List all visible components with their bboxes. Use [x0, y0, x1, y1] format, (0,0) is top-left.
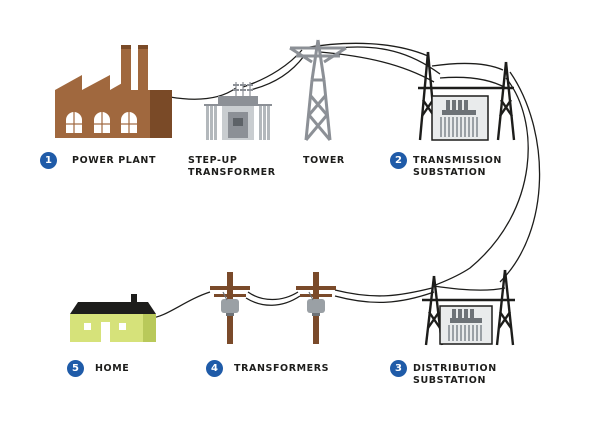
wire-tower-to-substation-b — [337, 46, 441, 75]
home-icon — [70, 294, 156, 342]
stage-5-badge: 5 — [67, 360, 84, 377]
home-label: HOME — [95, 363, 129, 375]
wire-long-loop-a — [432, 77, 529, 287]
wire-long-loop-b — [499, 71, 541, 283]
wire-distribution-to-pole-b — [334, 291, 435, 304]
transmission-substation-label-line-2: SUBSTATION — [413, 167, 487, 178]
stage-3-badge: 3 — [390, 360, 407, 377]
stage-4-badge: 4 — [206, 360, 223, 377]
transmission-substation-label: TRANSMISSION SUBSTATION — [413, 155, 502, 179]
power-plant-label-line: POWER PLANT — [72, 155, 157, 166]
step-up-transformer-label: STEP-UP TRANSFORMER — [188, 155, 276, 179]
power-plant-label: POWER PLANT — [72, 155, 156, 167]
transmission-substation-label-line-1: TRANSMISSION — [413, 155, 502, 166]
power-lines — [149, 42, 541, 319]
wire-transformer-to-tower-b — [249, 55, 305, 91]
transmission-substation-icon — [418, 51, 516, 141]
pole-transformer-icon — [210, 272, 336, 344]
distribution-substation-label-line-1: DISTRIBUTION — [413, 363, 497, 374]
distribution-substation-icon — [422, 269, 515, 346]
wire-distribution-to-pole-a — [334, 287, 433, 297]
tower-label-line: TOWER — [303, 155, 345, 166]
tower-label: TOWER — [303, 155, 345, 167]
stage-2-badge: 2 — [390, 152, 407, 169]
wire-substation-span-a — [431, 62, 504, 71]
transformers-label: TRANSFORMERS — [234, 363, 329, 375]
wire-distribution-span — [433, 285, 506, 291]
wire-substation-span-b — [439, 76, 507, 89]
wire-tower-to-substation-a — [303, 42, 429, 57]
transformers-label-line: TRANSFORMERS — [234, 363, 330, 374]
step-up-transformer-label-line-2: TRANSFORMER — [188, 167, 276, 178]
distribution-substation-label-line-2: SUBSTATION — [413, 375, 487, 386]
transmission-tower-icon — [289, 39, 347, 141]
stage-1-badge: 1 — [40, 152, 57, 169]
distribution-substation-label: DISTRIBUTION SUBSTATION — [413, 363, 497, 387]
wire-plant-to-transformer — [169, 87, 237, 100]
pole-transformer-icon — [296, 272, 336, 344]
power-plant-icon — [55, 45, 172, 138]
home-label-line: HOME — [95, 363, 130, 374]
wire-tower-to-substation-c — [319, 51, 435, 83]
step-up-transformer-label-line-1: STEP-UP — [188, 155, 238, 166]
wire-pole-to-home — [149, 291, 211, 319]
wire-pole-to-pole-b — [245, 295, 301, 306]
wire-pole-to-pole-a — [247, 291, 299, 301]
step-up-transformer-icon — [204, 82, 272, 140]
